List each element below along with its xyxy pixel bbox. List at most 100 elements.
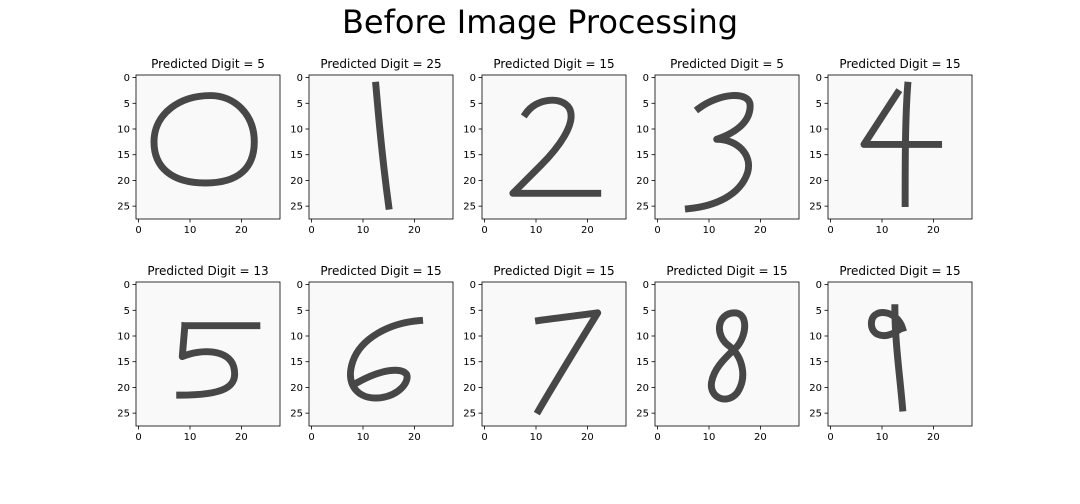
y-tick-label: 0 (816, 280, 822, 291)
y-tick-label: 5 (816, 306, 822, 317)
x-tick-label: 10 (876, 432, 889, 443)
y-tick-label: 0 (124, 280, 130, 291)
x-tick-label: 0 (481, 432, 487, 443)
y-tick-label: 5 (124, 306, 130, 317)
y-tick-label: 5 (470, 306, 476, 317)
digit-4-stroke (860, 81, 943, 208)
y-tick-label: 15 (290, 150, 303, 161)
x-tick-label: 10 (703, 432, 716, 443)
digit-6-stroke (347, 316, 424, 402)
x-tick-label: 20 (235, 432, 248, 443)
y-tick-label: 25 (636, 202, 649, 213)
x-tick-label: 20 (754, 432, 767, 443)
x-tick-label: 10 (530, 432, 543, 443)
digit-stroke-group (509, 96, 602, 197)
digit-image-background (482, 282, 626, 426)
y-tick-label: 20 (809, 383, 822, 394)
y-tick-label: 20 (290, 383, 303, 394)
axes-frame (308, 281, 454, 427)
y-tick-label: 25 (290, 409, 303, 420)
y-tick-label: 0 (124, 73, 130, 84)
x-tick-label: 10 (876, 225, 889, 236)
panel-title: Predicted Digit = 5 (670, 57, 784, 71)
y-tick-label: 5 (643, 99, 649, 110)
axes-frame (481, 74, 627, 220)
axes-frame (135, 281, 281, 427)
y-tick-label: 5 (297, 306, 303, 317)
x-tick-label: 20 (927, 432, 940, 443)
x-tick-label: 10 (703, 225, 716, 236)
y-tick-label: 15 (636, 357, 649, 368)
y-tick-label: 10 (463, 125, 476, 136)
y-tick-label: 15 (463, 150, 476, 161)
digit-7-stroke (533, 309, 602, 416)
panels-grid: Predicted Digit = 5 0 10 20 0 5 10 15 20 25 Predic… (117, 57, 973, 443)
x-tick-label: 0 (481, 225, 487, 236)
y-tick-label: 5 (643, 306, 649, 317)
y-tick-label: 20 (117, 176, 130, 187)
axes-frame (827, 281, 973, 427)
digit-image-background (309, 282, 453, 426)
x-tick-label: 0 (827, 432, 833, 443)
x-tick-label: 20 (235, 225, 248, 236)
y-tick-label: 25 (636, 409, 649, 420)
y-tick-label: 0 (297, 280, 303, 291)
y-tick-label: 25 (117, 202, 130, 213)
x-tick-label: 10 (357, 432, 370, 443)
x-tick-label: 0 (827, 225, 833, 236)
y-tick-label: 15 (290, 357, 303, 368)
y-tick-label: 15 (463, 357, 476, 368)
y-tick-label: 25 (463, 202, 476, 213)
x-tick-label: 10 (184, 432, 197, 443)
y-tick-label: 0 (816, 73, 822, 84)
digit-1-stroke (372, 81, 393, 211)
digit-stroke-group (708, 309, 749, 403)
x-tick-label: 20 (408, 432, 421, 443)
digit-9-stroke (867, 304, 907, 412)
y-tick-label: 0 (643, 73, 649, 84)
y-tick-label: 25 (290, 202, 303, 213)
axes-frame (481, 281, 627, 427)
y-tick-label: 10 (636, 332, 649, 343)
y-tick-label: 10 (290, 332, 303, 343)
figure-title: Before Image Processing (342, 3, 738, 41)
y-tick-label: 25 (809, 202, 822, 213)
y-tick-label: 0 (470, 73, 476, 84)
panel-title: Predicted Digit = 15 (493, 57, 614, 71)
digit-0-stroke (150, 92, 258, 187)
digit-stroke-group (533, 309, 602, 416)
digit-3-stroke (684, 92, 754, 213)
y-tick-label: 10 (117, 332, 130, 343)
x-tick-label: 0 (308, 225, 314, 236)
digit-stroke-group (684, 92, 754, 213)
y-tick-label: 0 (643, 280, 649, 291)
y-tick-label: 20 (636, 176, 649, 187)
y-tick-label: 5 (470, 99, 476, 110)
axes-frame (135, 74, 281, 220)
y-tick-label: 20 (636, 383, 649, 394)
y-tick-label: 15 (809, 150, 822, 161)
digit-stroke-group (372, 81, 393, 211)
y-tick-label: 10 (117, 125, 130, 136)
x-tick-label: 20 (581, 432, 594, 443)
y-tick-label: 10 (636, 125, 649, 136)
x-tick-label: 0 (308, 432, 314, 443)
y-tick-label: 5 (297, 99, 303, 110)
x-tick-label: 20 (581, 225, 594, 236)
axes-frame (827, 74, 973, 220)
digit-8-stroke (708, 309, 749, 403)
y-tick-label: 20 (117, 383, 130, 394)
y-tick-label: 20 (463, 176, 476, 187)
digit-stroke-group (860, 81, 943, 208)
y-tick-label: 10 (809, 125, 822, 136)
digit-5-stroke (176, 321, 261, 399)
